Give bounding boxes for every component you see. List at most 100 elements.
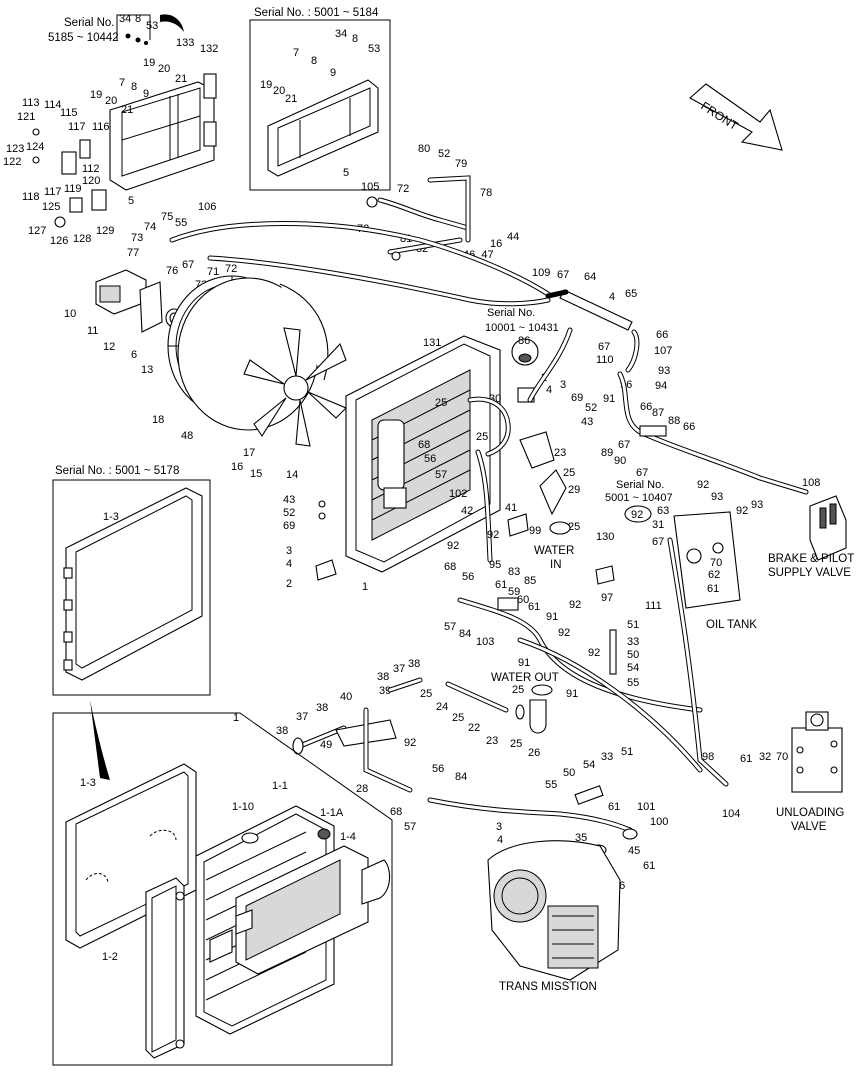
part-number-callout: 67 (557, 269, 569, 281)
part-number-callout: 107 (654, 345, 672, 357)
water-pipes (387, 677, 547, 734)
part-number-callout: 127 (28, 225, 46, 237)
part-number-callout: 118 (22, 191, 40, 203)
part-number-callout: 25 (563, 467, 575, 479)
transmission (487, 840, 621, 981)
part-number-callout: 84 (459, 628, 471, 640)
part-number-callout: 105 (361, 181, 379, 193)
part-number-callout: 39 (379, 685, 391, 697)
part-number-callout: 114 (44, 99, 62, 111)
part-number-callout: 25 (568, 521, 580, 533)
part-number-callout: 128 (73, 233, 91, 245)
transmission-label: TRANS MISSTION (499, 981, 597, 993)
part-number-callout: 67 (182, 259, 194, 271)
part-number-callout: 72 (397, 183, 409, 195)
part-number-callout: 1-3 (80, 777, 96, 789)
part-number-callout: 125 (42, 201, 60, 213)
fan-blade-14 (243, 327, 347, 447)
part-number-callout: 51 (621, 746, 633, 758)
components-box (52, 712, 393, 1066)
unloading-valve (791, 711, 843, 793)
part-number-callout: 28 (356, 783, 368, 795)
part-number-callout: 57 (444, 621, 456, 633)
part-number-callout: 8 (311, 55, 317, 67)
part-number-callout: 111 (645, 600, 662, 612)
part-number-callout: 69 (283, 520, 295, 532)
part-number-callout: 42 (461, 505, 473, 517)
part-number-callout: 3 (286, 545, 292, 557)
intercooler-1-4 (209, 845, 391, 975)
part-number-callout: 43 (581, 416, 593, 428)
part-number-callout: 115 (60, 107, 78, 119)
part-number-callout: 70 (710, 557, 722, 569)
part-number-callout: 57 (435, 469, 447, 481)
part-number-callout: 34 (119, 13, 131, 25)
part-number-callout: 25 (512, 684, 524, 696)
part-number-callout: 48 (181, 430, 193, 442)
part-number-callout: 68 (390, 806, 402, 818)
part-number-callout: 98 (702, 751, 714, 763)
part-number-callout: 16 (231, 461, 243, 473)
part-number-callout: 55 (545, 779, 557, 791)
part-number-callout: 17 (243, 447, 255, 459)
part-number-callout: 33 (601, 751, 613, 763)
part-number-callout: 91 (566, 688, 578, 700)
part-number-callout: 71 (207, 266, 219, 278)
part-number-callout: 11 (87, 325, 98, 337)
part-number-callout: 61 (707, 583, 719, 595)
part-number-callout: 92 (558, 627, 570, 639)
part-number-callout: 21 (175, 73, 187, 85)
frame-bracket-old (267, 79, 379, 177)
part-number-callout: 106 (198, 201, 216, 213)
part-number-callout: 21 (121, 104, 133, 116)
part-number-callout: 90 (614, 455, 626, 467)
part-number-callout: 61 (643, 860, 655, 872)
part-number-callout: 63 (657, 505, 669, 517)
part-number-callout: 129 (96, 225, 114, 237)
part-number-callout: 53 (146, 20, 158, 32)
serial-box-top-label: Serial No. : 5001 ~ 5184 (254, 7, 379, 19)
part-number-callout: 10 (64, 308, 76, 320)
part-number-callout: 52 (438, 148, 450, 160)
part-number-callout: 3 (496, 821, 502, 833)
part-number-callout: 9 (143, 88, 149, 100)
part-number-callout: 80 (418, 143, 430, 155)
part-number-callout: 1 (362, 581, 368, 593)
part-number-callout: 120 (82, 175, 100, 187)
part-number-callout: 51 (627, 619, 639, 631)
serial-box-left-label: Serial No. : 5001 ~ 5178 (55, 465, 179, 477)
part-number-callout: 43 (283, 494, 295, 506)
part-number-callout: 1-3 (103, 511, 119, 523)
part-number-callout: 22 (468, 722, 480, 734)
part-number-callout: 92 (487, 529, 499, 541)
part-number-callout: 66 (683, 421, 695, 433)
part-number-callout: 1-4 (340, 831, 356, 843)
part-number-callout: 76 (166, 265, 178, 277)
lower-hoses (457, 537, 729, 787)
part-number-callout: 103 (476, 636, 494, 648)
part-number-callout: 19 (143, 57, 155, 69)
part-number-callout: 108 (802, 477, 820, 489)
part-number-callout: 123 (6, 143, 24, 155)
part-number-callout: 1-2 (102, 951, 118, 963)
water-in-label-1: WATER (534, 545, 574, 557)
part-number-callout: 104 (722, 808, 740, 820)
part-number-callout: 70 (776, 751, 788, 763)
part-number-callout: 89 (601, 447, 613, 459)
callout-bracket (116, 14, 151, 40)
part-number-callout: 29 (568, 484, 580, 496)
part-number-callout: 18 (152, 414, 164, 426)
part-number-callout: 20 (158, 63, 170, 75)
part-number-callout: 25 (452, 712, 464, 724)
part-number-callout: 92 (631, 509, 643, 521)
part-number-callout: 92 (697, 479, 709, 491)
brake-label-2: SUPPLY VALVE (768, 567, 851, 579)
part-number-callout: 77 (127, 247, 139, 259)
part-number-callout: 1-1A (320, 807, 344, 819)
part-number-callout: 8 (352, 33, 358, 45)
part-number-callout: 74 (144, 221, 156, 233)
water-in-label-2: IN (550, 559, 562, 571)
cooler-old-1-3 (63, 487, 203, 681)
part-number-callout: 60 (517, 594, 529, 606)
part-number-callout: 44 (507, 231, 519, 243)
